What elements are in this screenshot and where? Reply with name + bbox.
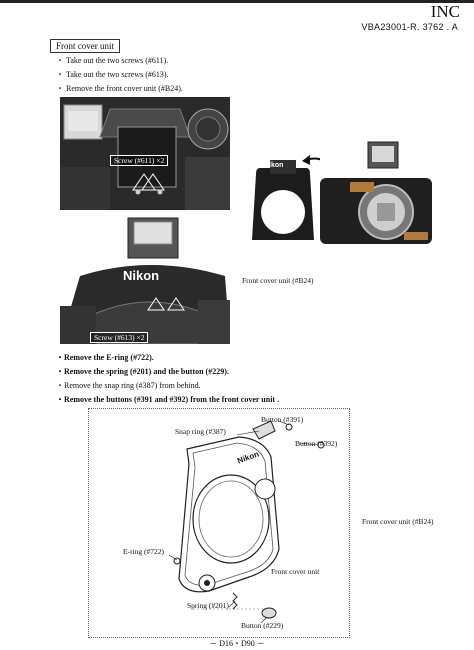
button-391-label: Button (#391) [261, 415, 304, 424]
camera-top-photo: Screw (#611) ×2 [60, 97, 230, 210]
section-title: Front cover unit [50, 39, 120, 53]
screw-611-label: Screw (#611) ×2 [110, 155, 169, 166]
step-3: ・ Remove the front cover unit (#B24). [56, 84, 183, 93]
page-footer: － D16・D90 － [209, 639, 265, 648]
header-title: INC [430, 2, 460, 21]
step-4: ・Remove the E-ring (#722). [56, 353, 154, 362]
screw-613-label: Screw (#613) ×2 [90, 332, 149, 343]
e-ring-722-label: E-ring (#722) [123, 547, 165, 556]
top-rule [0, 0, 474, 3]
front-cover-unit-label: Front cover unit [271, 567, 320, 576]
camera-top-illustration [60, 97, 230, 210]
step-6: ・Remove the snap ring (#387) from behind… [56, 381, 201, 390]
step-1: ・ Take out the two screws (#611). [56, 56, 169, 65]
snap-ring-387-label: Snap ring (#387) [175, 427, 226, 436]
nikon-logo: Nikon [123, 268, 160, 283]
button-229-label: Button (#229) [241, 621, 284, 630]
step-5: ・Remove the spring (#201) and the button… [56, 367, 229, 376]
camera-body-illustration [320, 141, 432, 244]
step-2: ・ Take out the two screws (#613). [56, 70, 169, 79]
camera-front-illustration [60, 216, 230, 344]
exploded-diagram: Nikon Button (#391) Snap ring (#387) But… [88, 408, 350, 638]
document-id: VBA23001-R. 3762 . A [361, 22, 458, 32]
camera-front-photo: Nikon Screw (#613) ×2 [60, 216, 230, 344]
spring-201-label: Spring (#201) [187, 601, 229, 610]
front-cover-b24-label: Front cover unit (#B24) [242, 276, 314, 285]
side-front-cover-label: Front cover unit (#B24) [362, 517, 434, 526]
camera-body-photo [320, 140, 432, 248]
step-7: ・Remove the buttons (#391 and #392) from… [56, 395, 280, 404]
nikon-logo-cover: Nikon [264, 162, 284, 169]
front-cover-photo: Nikon [248, 160, 318, 248]
front-cover-illustration [252, 160, 314, 240]
front-cover-exploded-drawing [168, 420, 325, 624]
button-392-label: Button (#392) [295, 439, 338, 448]
